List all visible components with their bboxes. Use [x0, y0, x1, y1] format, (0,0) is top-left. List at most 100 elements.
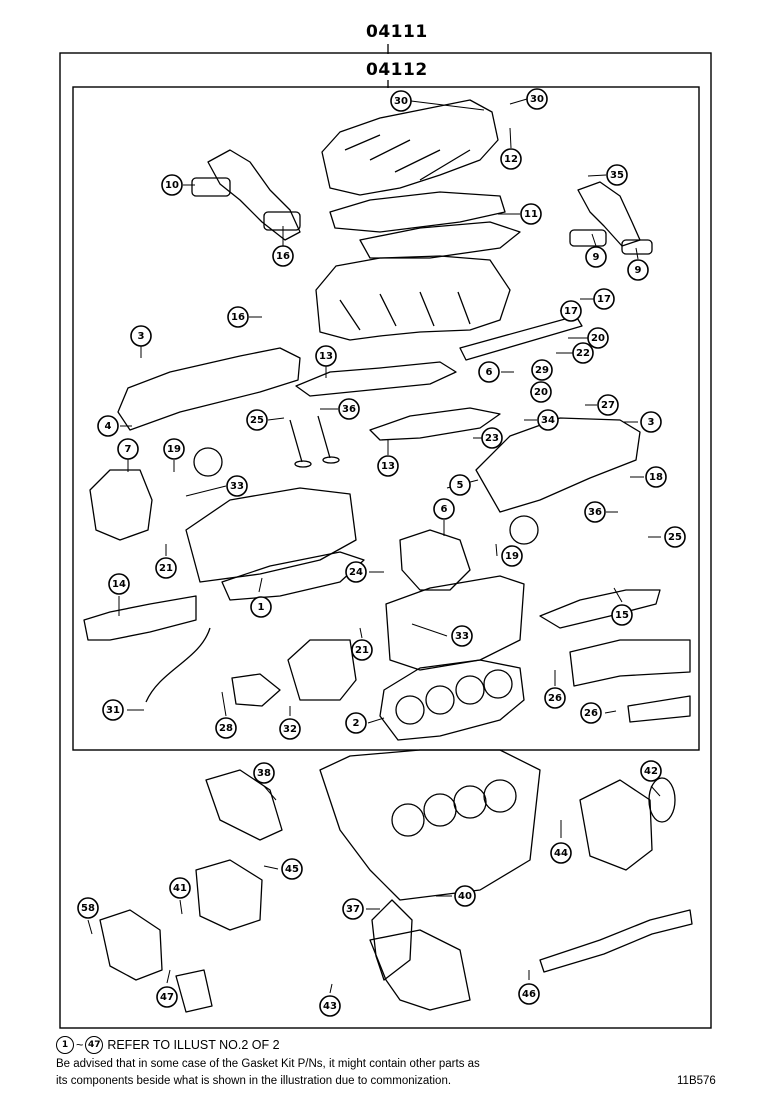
callout-label: 6: [486, 367, 493, 378]
callout-21: 21: [155, 557, 177, 579]
timing-cover-front: [205, 769, 283, 841]
callout-31: 31: [102, 699, 124, 721]
callout-label: 33: [455, 631, 469, 642]
inner-kit-part-number: 04112: [366, 60, 428, 80]
callout-36: 36: [584, 501, 606, 523]
callout-label: 3: [648, 417, 655, 428]
callout-label: 10: [165, 180, 179, 191]
callout-label: 1: [258, 602, 265, 613]
callout-label: 4: [105, 421, 112, 432]
valve-cover-left: [117, 347, 301, 431]
callout-label: 40: [458, 891, 472, 902]
callout-label: 58: [81, 903, 95, 914]
camshaft-sprocket-right: [509, 515, 539, 545]
callout-24: 24: [345, 561, 367, 583]
callout-19: 19: [163, 438, 185, 460]
callout-28: 28: [215, 717, 237, 739]
inner-kit-frame: [72, 86, 700, 751]
callout-label: 34: [541, 415, 555, 426]
callout-23: 23: [481, 427, 503, 449]
callout-44: 44: [550, 842, 572, 864]
callout-15: 15: [611, 604, 633, 626]
callout-7: 7: [117, 438, 139, 460]
manifold-gasket-upper: [295, 361, 457, 397]
callout-26: 26: [580, 702, 602, 724]
callout-label: 32: [283, 724, 297, 735]
callout-30: 30: [390, 90, 412, 112]
dipstick-guide: [539, 909, 693, 973]
callout-label: 25: [668, 532, 682, 543]
callout-label: 30: [530, 94, 544, 105]
callout-label: 18: [649, 472, 663, 483]
refer-start-callout: 1: [56, 1036, 74, 1054]
callout-6: 6: [433, 498, 455, 520]
advisory-line-1: Be advised that in some case of the Gask…: [56, 1058, 480, 1070]
callout-36: 36: [338, 398, 360, 420]
callout-3: 3: [640, 411, 662, 433]
valve-stem-2: [317, 415, 331, 459]
air-connector-left: [207, 149, 301, 241]
callout-25: 25: [246, 409, 268, 431]
callout-label: 15: [615, 610, 629, 621]
callout-21: 21: [351, 639, 373, 661]
refer-note: 1 ~ 47 REFER TO ILLUST NO.2 OF 2: [56, 1036, 280, 1054]
valve-cover-right: [475, 417, 641, 513]
callout-9: 9: [627, 259, 649, 281]
callout-label: 14: [112, 579, 126, 590]
callout-label: 24: [349, 567, 363, 578]
callout-16: 16: [227, 306, 249, 328]
intake-plenum-outline: [321, 99, 499, 196]
callout-20: 20: [530, 381, 552, 403]
plenum-gasket-lower: [359, 221, 521, 259]
callout-label: 17: [597, 294, 611, 305]
plenum-gasket-upper: [329, 191, 506, 233]
callout-38: 38: [253, 762, 275, 784]
water-inlet: [231, 673, 281, 707]
callout-label: 2: [353, 718, 360, 729]
callout-58: 58: [77, 897, 99, 919]
callout-label: 38: [257, 768, 271, 779]
oil-pan: [369, 929, 471, 1011]
callout-26: 26: [544, 687, 566, 709]
part-outlines: [83, 99, 693, 1013]
callout-label: 33: [230, 481, 244, 492]
callout-label: 19: [505, 551, 519, 562]
bore-1: [395, 695, 425, 725]
rear-oil-seal: [648, 777, 676, 823]
callout-13: 13: [377, 455, 399, 477]
callout-3: 3: [130, 325, 152, 347]
callout-label: 3: [138, 331, 145, 342]
callout-32: 32: [279, 718, 301, 740]
callout-label: 30: [394, 96, 408, 107]
cylinder-head-left: [185, 487, 357, 583]
callout-33: 33: [226, 475, 248, 497]
timing-cover-left: [89, 469, 153, 541]
air-connector-gasket-left-2: [263, 211, 301, 231]
bore-4: [483, 669, 513, 699]
callout-29: 29: [531, 359, 553, 381]
callout-label: 42: [644, 766, 658, 777]
callout-35: 35: [606, 164, 628, 186]
callout-27: 27: [597, 394, 619, 416]
callout-label: 13: [319, 351, 333, 362]
air-connector-gasket-left: [191, 177, 231, 197]
rear-oil-seal-retainer: [579, 779, 653, 871]
oil-cooler: [99, 909, 163, 981]
manifold-gasket-lower: [369, 407, 501, 441]
block-bore-2: [423, 793, 457, 827]
callout-label: 23: [485, 433, 499, 444]
callout-6: 6: [478, 361, 500, 383]
bore-2: [425, 685, 455, 715]
exhaust-gasket-right: [539, 589, 661, 629]
valve-stem-1: [289, 419, 303, 463]
callout-label: 41: [173, 883, 187, 894]
callout-label: 26: [584, 708, 598, 719]
callout-label: 29: [535, 365, 549, 376]
callout-20: 20: [587, 327, 609, 349]
oil-strainer: [371, 899, 413, 981]
callout-label: 36: [588, 507, 602, 518]
callout-25: 25: [664, 526, 686, 548]
callout-13: 13: [315, 345, 337, 367]
